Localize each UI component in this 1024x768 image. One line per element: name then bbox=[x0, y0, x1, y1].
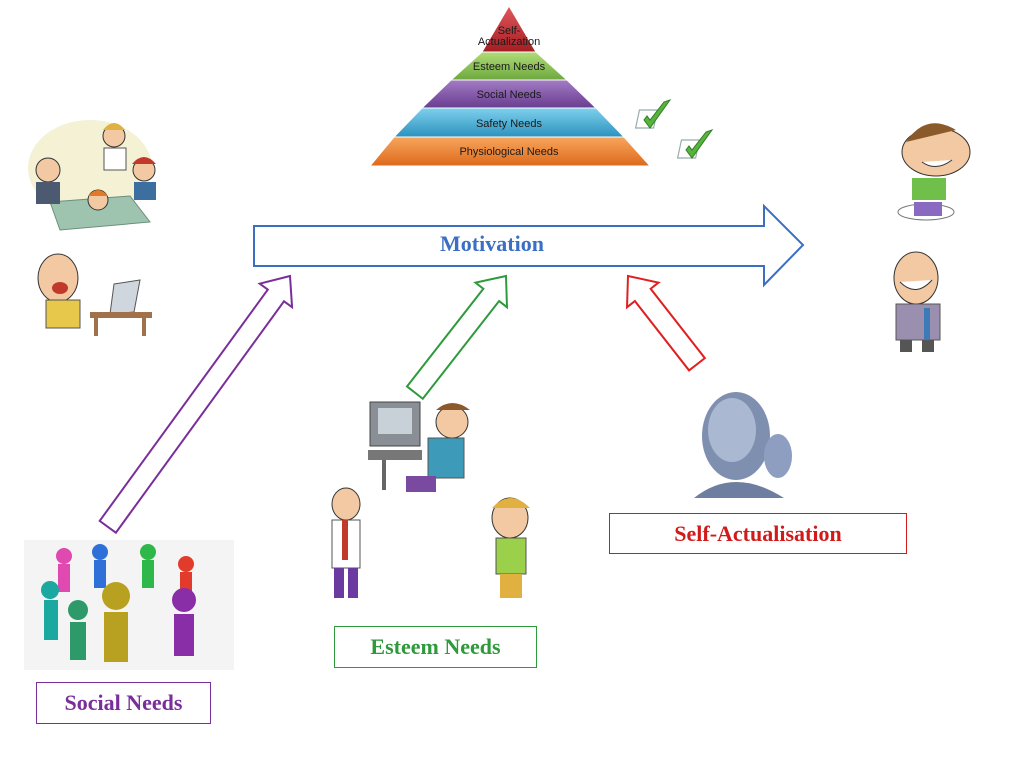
social-needs-arrow bbox=[98, 274, 294, 535]
pyramid-label-physiological: Physiological Needs bbox=[459, 146, 559, 158]
computer-worker-icon bbox=[368, 401, 470, 492]
checkmark-icon bbox=[634, 99, 672, 129]
meeting-cartoon-icon bbox=[28, 120, 156, 231]
needs-pyramid: Self- Actualization Esteem Needs Social … bbox=[368, 5, 652, 167]
esteem-needs-label: Esteem Needs bbox=[334, 626, 537, 668]
pyramid-label-self-line1: Self- bbox=[498, 25, 521, 37]
checkmark-icon bbox=[676, 129, 714, 159]
people-circle-icon bbox=[24, 540, 234, 670]
self-actualisation-arrow bbox=[625, 274, 707, 372]
pyramid-label-esteem: Esteem Needs bbox=[473, 61, 546, 73]
thinking-man-icon bbox=[674, 386, 806, 498]
pyramid-label-social: Social Needs bbox=[477, 89, 542, 101]
pyramid-level-physiological bbox=[368, 136, 652, 167]
pyramid-label-self-line2: Actualization bbox=[478, 36, 540, 48]
motivation-label: Motivation bbox=[440, 231, 544, 256]
celebrating-people-icon bbox=[893, 123, 971, 352]
esteem-needs-arrow bbox=[405, 274, 509, 401]
talking-colleagues-icon bbox=[331, 487, 530, 598]
stressed-worker-icon bbox=[37, 253, 152, 336]
self-actualisation-label: Self-Actualisation bbox=[609, 513, 907, 554]
social-needs-label: Social Needs bbox=[36, 682, 211, 724]
motivation-arrow: Motivation bbox=[253, 203, 805, 288]
pyramid-label-safety: Safety Needs bbox=[476, 118, 543, 130]
